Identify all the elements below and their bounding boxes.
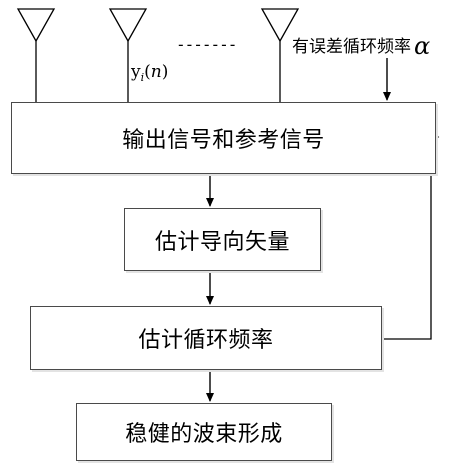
- antenna-icon: [108, 8, 148, 102]
- output-and-reference-signal-block: 输出信号和参考信号: [11, 102, 436, 174]
- signal-open-paren: (: [144, 62, 151, 82]
- estimate-steering-vector-block: 估计导向矢量: [124, 208, 321, 271]
- antenna-icon: [16, 8, 56, 102]
- antenna-icon: [260, 8, 300, 102]
- antenna-ellipsis: -------: [176, 35, 236, 54]
- robust-beamforming-block: 稳健的波束形成: [76, 403, 332, 461]
- block-label: 输出信号和参考信号: [122, 128, 325, 153]
- estimate-cyclic-frequency-block: 估计循环频率: [30, 306, 382, 370]
- block-label: 稳健的波束形成: [125, 422, 283, 447]
- block-label: 估计导向矢量: [154, 229, 290, 255]
- signal-argument: n: [150, 62, 162, 82]
- received-signal-label: yi(n): [131, 62, 169, 84]
- error-label-text: 有误差循环频率: [292, 37, 411, 57]
- signal-close-paren: ): [161, 62, 169, 82]
- signal-subscript: i: [140, 71, 145, 84]
- block-label: 估计循环频率: [138, 328, 274, 353]
- signal-base: y: [131, 62, 141, 82]
- alpha-symbol: α: [414, 32, 431, 60]
